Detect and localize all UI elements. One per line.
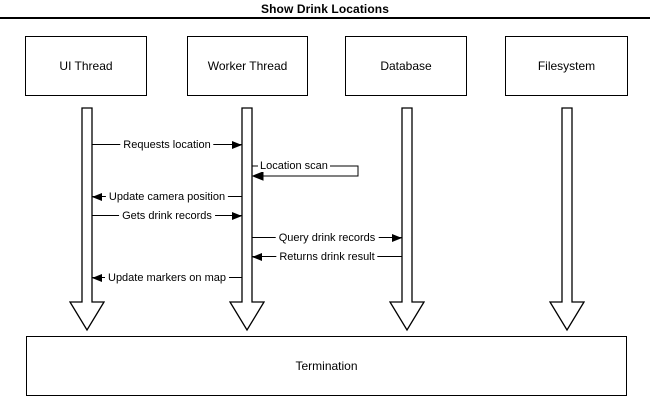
actor-box-ui-thread: UI Thread [25, 36, 147, 96]
actor-box-database: Database [345, 36, 467, 96]
arrowhead-right-icon [392, 234, 402, 242]
lifeline-down-arrow-ui-thread [69, 107, 105, 332]
message-label: Requests location [120, 139, 214, 151]
title-divider [0, 17, 650, 19]
actor-label: Database [380, 59, 432, 73]
arrowhead-left-icon [92, 193, 102, 201]
actor-box-filesystem: Filesystem [505, 36, 628, 96]
message-update-camera-position: Update camera position [92, 191, 242, 203]
message-update-markers-on-map: Update markers on map [92, 272, 242, 284]
message-query-drink-records: Query drink records [252, 232, 402, 244]
termination-box: Termination [26, 336, 627, 396]
arrowhead-right-icon [232, 212, 242, 220]
actor-box-worker-thread: Worker Thread [187, 36, 308, 96]
message-label: Gets drink records [119, 210, 215, 222]
lifeline-down-arrow-worker-thread [229, 107, 265, 332]
message-label: Returns drink result [276, 251, 378, 263]
message-label: Query drink records [275, 232, 379, 244]
actor-label: Filesystem [537, 59, 596, 73]
termination-label: Termination [295, 359, 358, 373]
message-label: Update markers on map [105, 272, 229, 284]
actor-label: UI Thread [59, 59, 113, 73]
message-returns-drink-result: Returns drink result [252, 251, 402, 263]
lifeline-down-arrow-database [389, 107, 425, 332]
message-label: Location scan [258, 160, 330, 172]
diagram-title: Show Drink Locations [260, 2, 389, 16]
arrowhead-right-icon [232, 141, 242, 149]
lifeline-down-arrow-filesystem [549, 107, 585, 332]
arrowhead-left-icon [92, 274, 102, 282]
actor-label: Worker Thread [207, 59, 288, 73]
arrowhead-left-icon [252, 253, 262, 261]
message-requests-location: Requests location [92, 139, 242, 151]
message-label: Update camera position [105, 191, 229, 203]
message-gets-drink-records: Gets drink records [92, 210, 242, 222]
